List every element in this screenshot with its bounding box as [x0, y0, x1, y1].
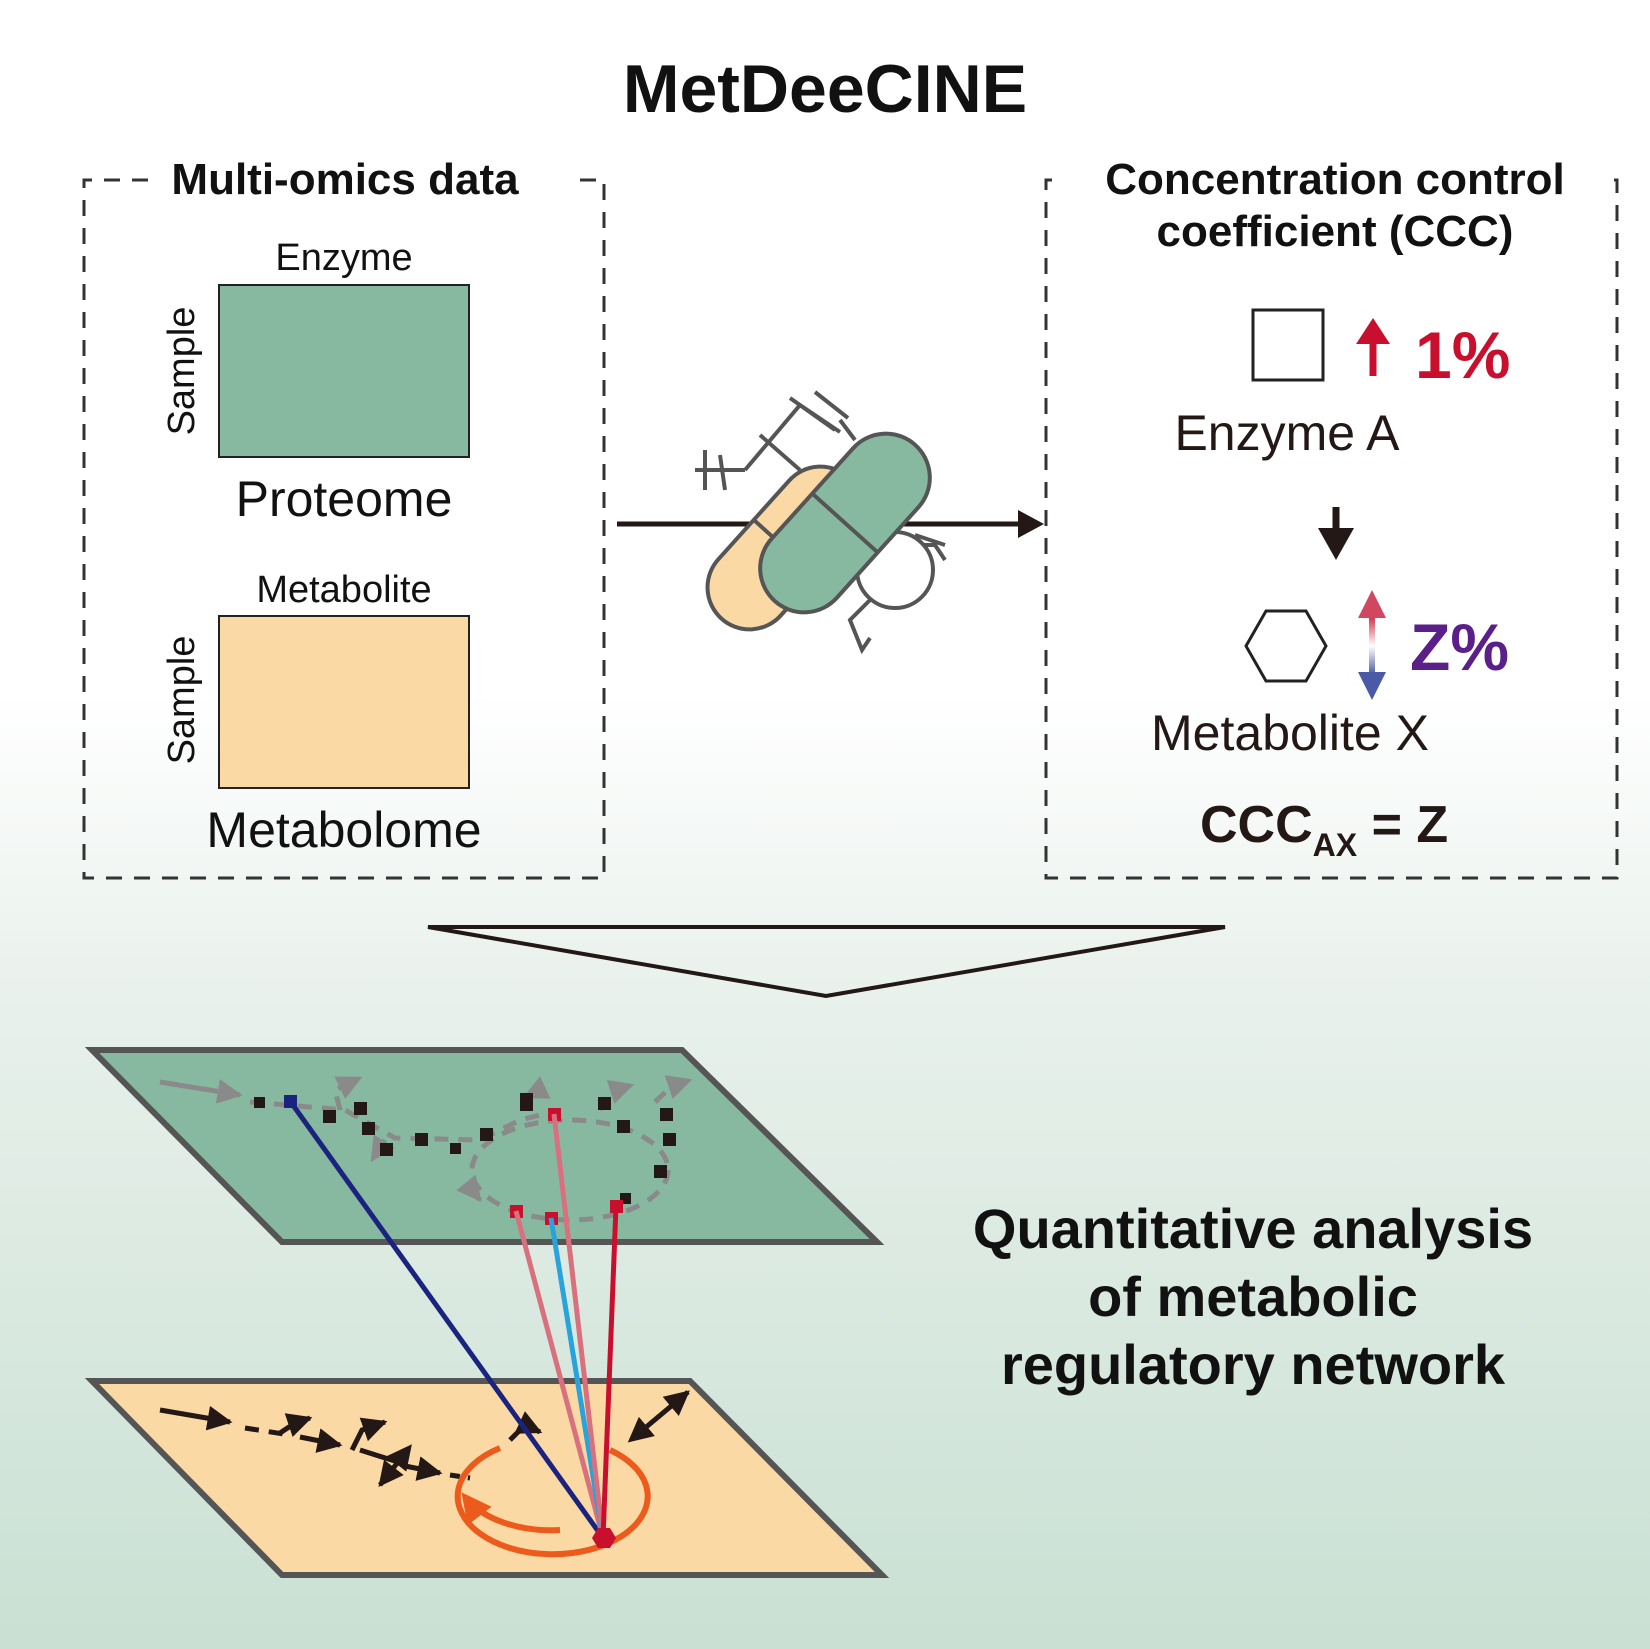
conclusion-line3: regulatory network	[1001, 1333, 1506, 1396]
control-links	[287, 1099, 619, 1540]
link-pink-outer	[513, 1210, 606, 1539]
metabolite-pathway	[159, 1390, 690, 1487]
page-title: MetDeeCINE	[623, 51, 1027, 127]
multi-omics-heading: Multi-omics data	[171, 155, 519, 204]
proteome-sample-label: Sample	[161, 307, 203, 436]
metabolome-label: Metabolome	[206, 802, 481, 858]
metabolic-cycle	[454, 1445, 651, 1558]
metabolome-sample-label: Sample	[161, 636, 203, 765]
metabolite-plane	[84, 1378, 890, 1578]
ccc-heading-line2: coefficient (CCC)	[1157, 207, 1514, 256]
enzyme-a-label: Enzyme A	[1174, 405, 1400, 461]
target-metabolite-hexagon-icon	[592, 1528, 616, 1548]
metabolite-network-plane	[84, 1378, 890, 1578]
deep-learning-capsule-icon	[695, 390, 947, 655]
down-arrow-icon	[1318, 507, 1354, 560]
link-red	[600, 1205, 619, 1539]
ccc-formula-main: CCC	[1200, 796, 1313, 854]
metabolite-hexagon-icon	[1244, 609, 1328, 683]
proteome-matrix	[218, 284, 470, 458]
metabolome-matrix	[218, 615, 470, 789]
left-panel-border	[82, 178, 606, 880]
arrowhead-icon	[1018, 510, 1044, 538]
ccc-panel: Concentration control coefficient (CCC) …	[1044, 155, 1619, 880]
up-down-arrow-icon	[1358, 590, 1386, 700]
link-navy	[287, 1099, 606, 1540]
enzyme-square-icon	[1251, 308, 1325, 382]
multi-omics-panel: Multi-omics data Enzyme Sample Proteome …	[82, 155, 606, 880]
conclusion-line2: of metabolic	[1088, 1265, 1418, 1328]
enzyme-column-label: Enzyme	[275, 237, 412, 279]
ccc-formula: CCCAX = Z	[1200, 796, 1448, 863]
ccc-formula-rest: = Z	[1357, 796, 1448, 854]
funnel-triangle	[427, 925, 1226, 999]
ccc-formula-subscript: AX	[1313, 827, 1358, 863]
right-panel-border	[1044, 178, 1619, 880]
metabolite-x-label: Metabolite X	[1151, 705, 1429, 761]
metabolite-change-value: Z%	[1410, 610, 1509, 684]
enzyme-nodes	[254, 1093, 676, 1225]
up-arrow-icon	[1356, 318, 1390, 376]
proteome-label: Proteome	[236, 471, 453, 527]
conclusion-line1: Quantitative analysis	[973, 1197, 1533, 1260]
ccc-heading-line1: Concentration control	[1105, 155, 1565, 204]
metabolite-column-label: Metabolite	[256, 569, 431, 611]
link-pink-inner	[551, 1113, 606, 1539]
enzyme-network-plane	[84, 1047, 885, 1245]
enzyme-change-value: 1%	[1415, 318, 1510, 392]
